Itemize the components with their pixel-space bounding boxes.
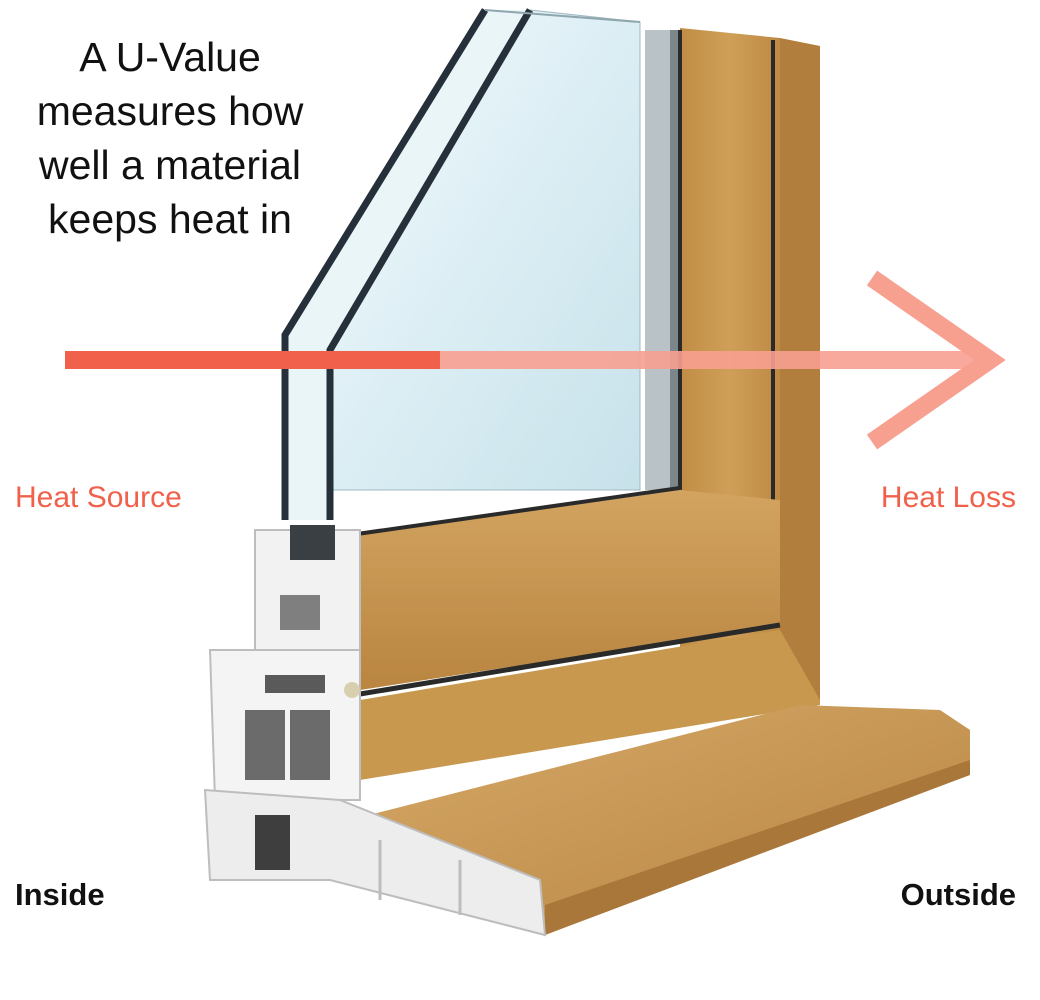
rail-glass-bead xyxy=(349,30,682,537)
u-value-caption: A U-Value measures how well a material k… xyxy=(36,34,304,242)
inside-label: Inside xyxy=(15,877,105,912)
heat-source-label: Heat Source xyxy=(15,481,182,514)
glazing-unit xyxy=(281,8,680,520)
chamber-b xyxy=(245,710,285,780)
seal-top xyxy=(290,525,335,560)
chamber-d xyxy=(255,815,290,870)
pvc-profile-section xyxy=(203,525,547,937)
arrow-head xyxy=(866,270,1006,450)
brush-seal xyxy=(265,675,325,693)
glass-pane-front xyxy=(285,10,530,520)
glass-top-edge xyxy=(484,9,641,23)
sill-front xyxy=(545,760,970,935)
spacer-bar-shadow xyxy=(670,30,680,490)
heat-loss-label: Heat Loss xyxy=(880,481,1016,514)
hinge-pin xyxy=(344,682,360,698)
chamber-a xyxy=(280,595,320,630)
heat-flow-arrow-icon xyxy=(65,270,1006,450)
rail-joint xyxy=(359,622,781,697)
chamber-c xyxy=(290,710,330,780)
outside-label: Outside xyxy=(900,877,1016,912)
glass-edge-front xyxy=(281,8,488,520)
glass-edge-back xyxy=(326,8,534,520)
frame-lower-face xyxy=(360,630,820,780)
bottom-rail xyxy=(349,30,820,780)
